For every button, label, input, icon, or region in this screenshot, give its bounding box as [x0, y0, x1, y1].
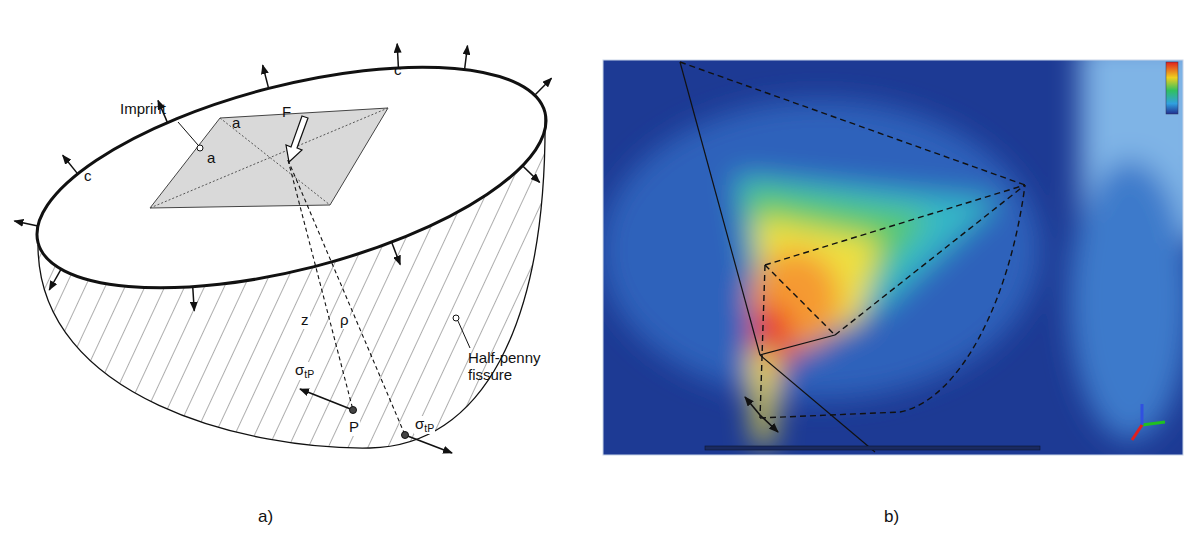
- tension-arrow: [193, 287, 195, 311]
- tension-arrow: [392, 242, 401, 265]
- dimension-label: a: [207, 150, 215, 167]
- load-arrow: [286, 116, 308, 162]
- dimension-label: c: [84, 168, 92, 185]
- part-name: Imprint: [120, 101, 166, 118]
- imprint: [150, 108, 388, 208]
- half-penny-crack: [15, 23, 568, 448]
- distance-label: ρ: [339, 312, 350, 329]
- panel-label: b): [884, 508, 899, 527]
- stress-map: [603, 60, 1183, 455]
- distance-lines: [288, 160, 470, 453]
- part-name: Half-penny fissure: [468, 350, 546, 383]
- tension-arrows: [14, 44, 551, 311]
- tension-arrow: [63, 155, 78, 174]
- tension-arrow: [523, 166, 540, 183]
- force-label: F: [282, 104, 291, 121]
- panel-label: a): [258, 508, 273, 527]
- dimension-label: c: [394, 62, 402, 79]
- stress-label: σtP: [294, 362, 315, 380]
- distance-label: z: [300, 312, 310, 329]
- dimension-label: a: [232, 115, 240, 132]
- stress-label: σtP: [414, 416, 435, 434]
- tension-arrow: [263, 65, 269, 88]
- tension-arrow: [535, 78, 552, 95]
- tension-arrow: [465, 46, 468, 70]
- tension-arrow: [14, 221, 38, 226]
- tension-arrow: [49, 269, 61, 290]
- point-label: P: [348, 419, 360, 436]
